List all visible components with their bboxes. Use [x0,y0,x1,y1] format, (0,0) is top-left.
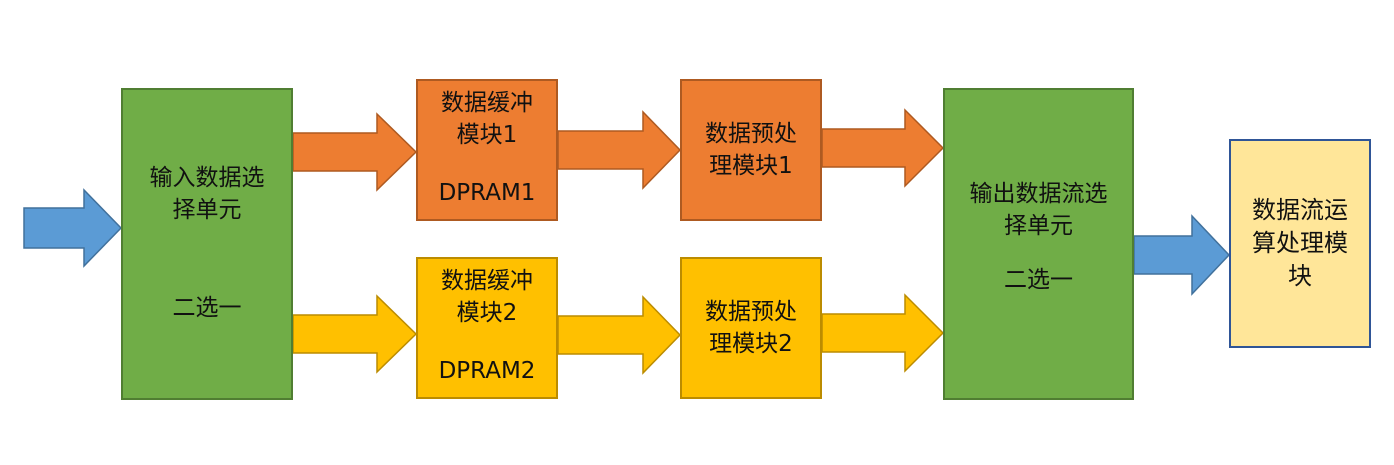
buffer-module-2: 数据缓冲 模块2 DPRAM2 [416,257,558,399]
output-select-label-line1: 输出数据流选 [969,181,1108,207]
arrow-preprocess-1-to-output-select [821,108,945,188]
output-select-unit: 输出数据流选 择单元 二选一 [943,88,1134,400]
arrow-select-to-buffer-2 [292,294,418,374]
buffer-1-label-line2: 模块1 [456,122,518,148]
input-select-label-line1: 输入数据选 [149,165,265,191]
buffer-2-dpram-tag: DPRAM2 [438,358,536,384]
input-select-unit: 输入数据选 择单元 二选一 [121,88,293,400]
arrow-output-select-to-compute [1133,214,1231,296]
buffer-1-dpram-tag: DPRAM1 [438,180,536,206]
output-select-mode: 二选一 [1004,267,1073,293]
buffer-2-label-line1: 数据缓冲 [441,268,533,294]
arrow-buffer-2-to-preprocess-2 [557,295,682,375]
compute-label-line2: 算处理模 [1252,229,1348,257]
preprocess-2-label-line2: 理模块2 [709,331,793,357]
arrow-buffer-1-to-preprocess-1 [557,110,682,190]
compute-module: 数据流运 算处理模 块 [1229,139,1371,348]
arrow-preprocess-2-to-output-select [821,293,945,373]
buffer-2-label-line2: 模块2 [456,300,518,326]
compute-label-line1: 数据流运 [1252,196,1348,224]
input-select-label-line2: 择单元 [172,197,242,223]
buffer-1-label-line1: 数据缓冲 [441,90,533,116]
compute-label-line3: 块 [1288,262,1312,290]
input-arrow [23,188,123,268]
input-select-mode: 二选一 [172,295,242,321]
preprocess-1-label-line2: 理模块1 [709,153,793,179]
preprocess-2-label-line1: 数据预处 [705,299,797,325]
output-select-label-line2: 择单元 [1004,213,1073,239]
preprocess-module-1: 数据预处 理模块1 [680,79,822,221]
preprocess-module-2: 数据预处 理模块2 [680,257,822,399]
preprocess-1-label-line1: 数据预处 [705,121,797,147]
arrow-select-to-buffer-1 [292,112,418,192]
buffer-module-1: 数据缓冲 模块1 DPRAM1 [416,79,558,221]
